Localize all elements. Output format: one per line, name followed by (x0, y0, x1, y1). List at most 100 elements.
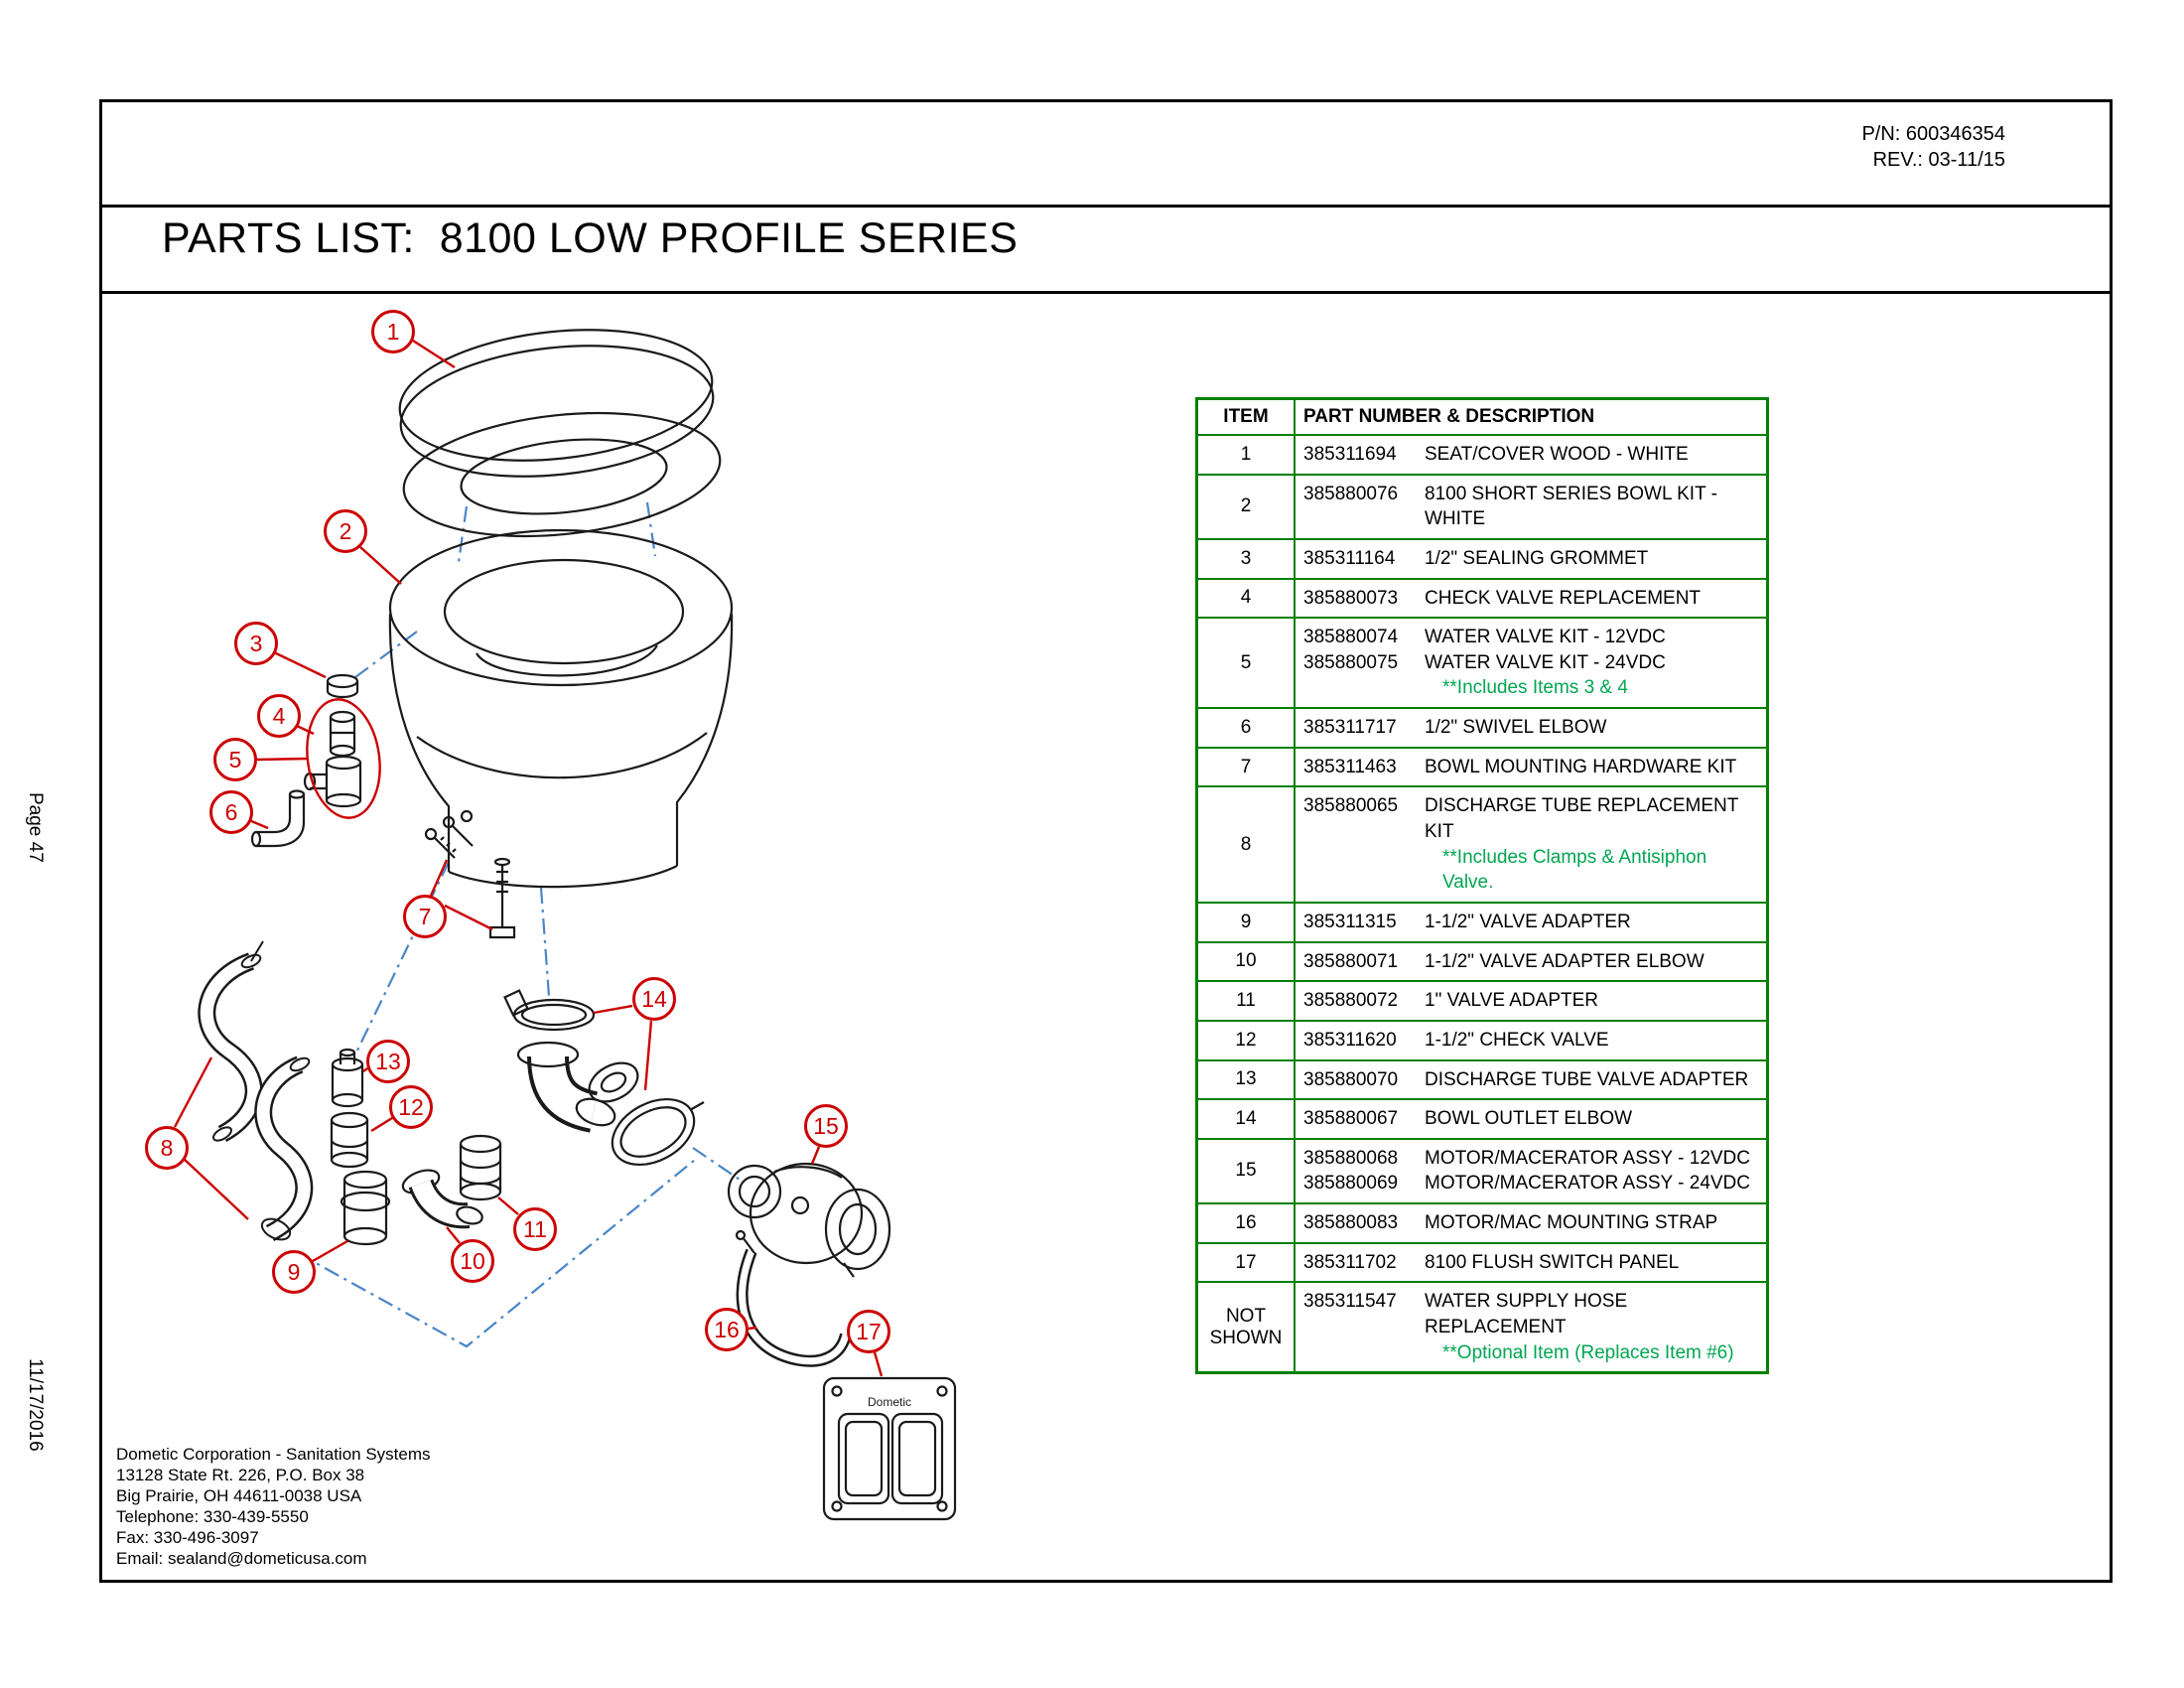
footer-line-city: Big Prairie, OH 44611-0038 USA (116, 1486, 362, 1505)
part-description: BOWL MOUNTING HARDWARE KIT (1425, 756, 1737, 777)
part-note: **Optional Item (Replaces Item #6) (1442, 1341, 1734, 1363)
item-number-cell: 9 (1195, 901, 1296, 943)
part-line: 385311717 1/2" SWIVEL ELBOW (1303, 715, 1758, 741)
item-number-cell: 4 (1195, 577, 1296, 620)
title-rule-bottom (99, 291, 2113, 294)
part-note: **Includes Clamps & Antisiphon Valve. (1442, 846, 1707, 894)
seat-cover-drawing (398, 329, 722, 538)
footer-line-telephone: Telephone: 330-439-5550 (116, 1507, 309, 1526)
item-number-cell: 7 (1195, 746, 1296, 788)
part-number: 385880065 (1303, 795, 1399, 817)
callout-1: 1 (371, 310, 415, 353)
callout-6: 6 (209, 790, 253, 834)
table-row: 1 385311694 SEAT/COVER WOOD - WHITE (1195, 434, 1769, 476)
part-description: WATER SUPPLY HOSE REPLACEMENT (1425, 1291, 1628, 1338)
part-description: 8100 FLUSH SWITCH PANEL (1425, 1251, 1680, 1273)
callout-15: 15 (804, 1104, 848, 1148)
item-number-cell: 10 (1195, 940, 1296, 983)
motor-macerator-drawing (727, 1162, 891, 1278)
bowl-drawing (388, 528, 734, 889)
part-number: 385311547 (1303, 1291, 1397, 1313)
callout-13: 13 (366, 1040, 410, 1083)
part-description: 1/2" SWIVEL ELBOW (1425, 717, 1607, 739)
callout-8: 8 (145, 1126, 189, 1170)
callout-2: 2 (324, 509, 367, 553)
part-description: MOTOR/MAC MOUNTING STRAP (1425, 1212, 1718, 1234)
part-number: 385880083 (1303, 1212, 1399, 1234)
item-number-cell: 16 (1195, 1202, 1296, 1244)
part-description: WATER VALVE KIT - 24VDC (1425, 651, 1666, 673)
mounting-hardware-drawing (424, 815, 516, 939)
part-description: MOTOR/MACERATOR ASSY - 24VDC (1425, 1173, 1751, 1195)
part-number: 385880070 (1303, 1068, 1399, 1090)
part-description: CHECK VALVE REPLACEMENT (1425, 587, 1702, 609)
item-number-cell: 5 (1195, 617, 1296, 710)
item-number-cell: 17 (1195, 1241, 1296, 1284)
callout-17: 17 (847, 1310, 890, 1353)
callout-5: 5 (213, 738, 257, 781)
callout-7: 7 (403, 895, 447, 938)
part-description: 8100 SHORT SERIES BOWL KIT - WHITE (1425, 483, 1717, 530)
col-header-item: ITEM (1195, 397, 1296, 436)
revision-label: REV.: 03-11/15 (1872, 149, 2005, 171)
item-number-cell: 15 (1195, 1137, 1296, 1205)
part-number: 385311164 (1303, 547, 1396, 569)
callout-3: 3 (234, 622, 278, 665)
side-date: 11/17/2016 (25, 1358, 46, 1452)
table-row: 17 385311702 8100 FLUSH SWITCH PANEL (1195, 1241, 1769, 1284)
item-number-cell: 2 (1195, 473, 1296, 540)
part-description: SEAT/COVER WOOD - WHITE (1425, 444, 1689, 465)
part-number: 385880069 (1303, 1173, 1399, 1195)
part-number: 385311717 (1303, 717, 1397, 739)
part-line: 385880073 CHECK VALVE REPLACEMENT (1303, 586, 1758, 612)
item-number-cell: 13 (1195, 1058, 1296, 1101)
bowl-outlet-elbow-drawing (503, 989, 705, 1166)
page-title: PARTS LIST: 8100 LOW PROFILE SERIES (162, 214, 1019, 262)
item-number-cell: 1 (1195, 434, 1296, 476)
part-number: 385311694 (1303, 444, 1397, 465)
part-description-cell: 385311717 1/2" SWIVEL ELBOW (1294, 707, 1769, 749)
flush-panel-drawing: Dometic (822, 1376, 957, 1521)
part-number: 385880073 (1303, 587, 1399, 609)
item-number-cell: 14 (1195, 1098, 1296, 1140)
footer-line-email: Email: sealand@dometicusa.com (116, 1549, 367, 1568)
mounting-strap-drawing (735, 1229, 852, 1367)
part-description: 1" VALVE ADAPTER (1425, 990, 1598, 1012)
toilet-lineart: Dometic (250, 329, 957, 1521)
discharge-hoses-drawing (198, 940, 314, 1242)
callout-16: 16 (705, 1308, 749, 1351)
footer-address: Dometic Corporation - Sanitation Systems… (116, 1444, 431, 1569)
item-number-cell: 11 (1195, 980, 1296, 1022)
callout-11: 11 (513, 1207, 557, 1251)
part-line: 385880075 WATER VALVE KIT - 24VDC (1303, 650, 1758, 676)
part-number: 385311702 (1303, 1251, 1397, 1273)
part-description: BOWL OUTLET ELBOW (1425, 1108, 1633, 1130)
footer-line-street: 13128 State Rt. 226, P.O. Box 38 (116, 1466, 365, 1484)
part-number: 385880075 (1303, 651, 1399, 673)
item-number-cell: 6 (1195, 707, 1296, 749)
table-row: 4 385880073 CHECK VALVE REPLACEMENT (1195, 577, 1769, 620)
table-row: 6 385311717 1/2" SWIVEL ELBOW (1195, 707, 1769, 749)
item-number-cell: NOT SHOWN (1195, 1281, 1296, 1374)
callout-12: 12 (389, 1085, 433, 1129)
callout-4: 4 (257, 694, 301, 738)
